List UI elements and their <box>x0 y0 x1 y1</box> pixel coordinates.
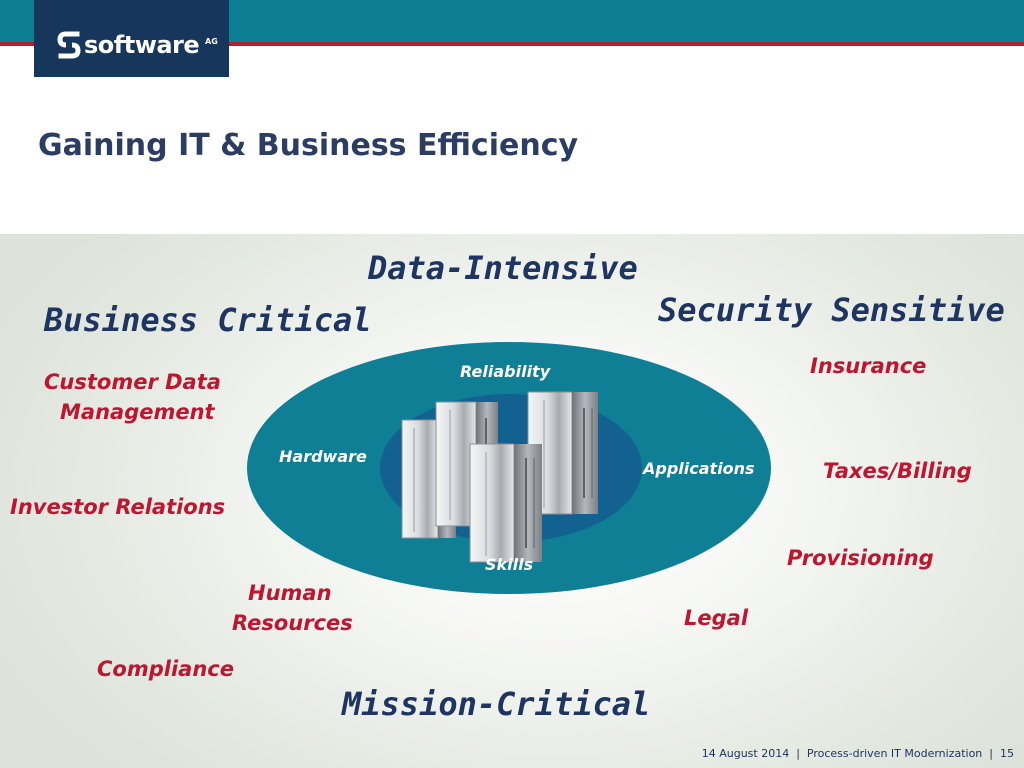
investor-relations-label: Investor Relations <box>10 495 226 519</box>
data-intensive-label: Data-Intensive <box>368 249 638 287</box>
applications-label: Applications <box>643 459 755 478</box>
human-resources-label-line2: Resources <box>232 611 353 635</box>
human-resources-label-line1: Human <box>248 581 332 605</box>
footer-date: 14 August 2014 <box>701 747 790 760</box>
software-ag-logo: software AG <box>34 0 229 77</box>
mission-critical-label: Mission-Critical <box>342 685 651 723</box>
mainframe-servers-icon <box>401 391 598 563</box>
legal-label: Legal <box>684 606 749 630</box>
taxes-billing-label: Taxes/Billing <box>823 459 972 483</box>
skills-label: Skills <box>485 555 534 574</box>
reliability-label: Reliability <box>460 362 551 381</box>
software-ag-mark-icon <box>57 31 81 59</box>
header-rule <box>0 42 1024 46</box>
footer-page-number: 15 <box>1000 747 1014 760</box>
insurance-label: Insurance <box>810 354 927 378</box>
footer-separator: | <box>982 747 1000 760</box>
provisioning-label: Provisioning <box>787 546 934 570</box>
slide-footer: 14 August 2014 | Process-driven IT Moder… <box>702 746 1014 762</box>
footer-presentation-title: Process-driven IT Modernization <box>806 747 983 760</box>
logo-wordmark: software <box>84 31 200 59</box>
page-title: Gaining IT & Business Efficiency <box>38 128 579 163</box>
server-cabinet <box>469 443 542 563</box>
hardware-label: Hardware <box>279 447 367 466</box>
logo-suffix: AG <box>205 37 218 46</box>
customer-data-label-line2: Management <box>60 400 215 424</box>
compliance-label: Compliance <box>97 657 234 681</box>
footer-separator: | <box>789 747 807 760</box>
business-critical-label: Business Critical <box>44 301 372 339</box>
customer-data-label-line1: Customer Data <box>44 370 221 394</box>
security-sensitive-label: Security Sensitive <box>658 291 1005 329</box>
